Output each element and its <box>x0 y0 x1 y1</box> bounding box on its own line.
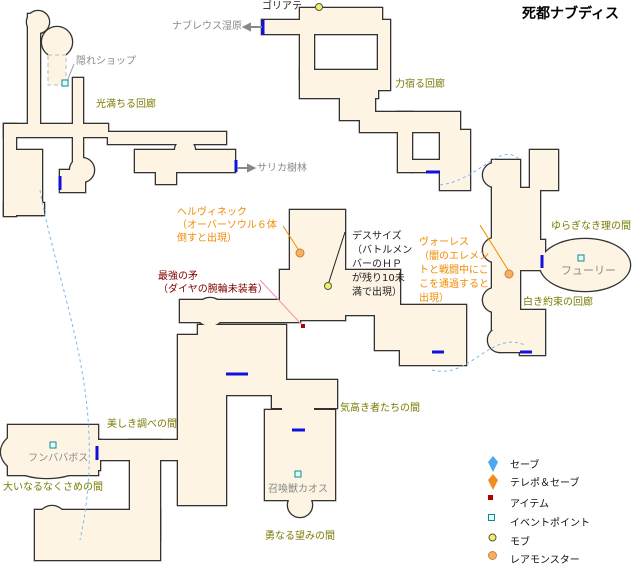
map-room <box>483 288 507 312</box>
exit-nabreus[interactable]: ナブレウス湿原 <box>172 21 242 32</box>
event-point-chaos[interactable] <box>294 470 302 478</box>
map-room <box>4 124 108 137</box>
warp-paths <box>39 153 526 541</box>
rare-note: こを通過すると <box>419 279 489 290</box>
hidden-shop-room <box>47 54 67 86</box>
item-label: 最強の矛 （ダイヤの腕輪未装着） <box>158 270 268 296</box>
legend-label: レアモンスター <box>510 555 580 566</box>
map-room <box>38 506 66 534</box>
legend-label: イベントポイント <box>510 518 590 529</box>
map-room <box>300 33 314 78</box>
map-room <box>400 305 466 365</box>
legend-item: アイテム <box>488 495 549 510</box>
map-room <box>288 493 312 517</box>
map-room <box>156 172 176 184</box>
map-room <box>300 8 382 33</box>
mob-note: （バトルメン <box>352 245 413 256</box>
shop-label: 隠れショップ <box>76 56 136 67</box>
map-room <box>178 335 226 505</box>
rare-label: ヘルヴィネック （オーバーソウル６体 倒すと出現） <box>177 206 277 245</box>
area-label: 勇なる望みの間 <box>265 531 335 542</box>
area-label: 白き約束の回廊 <box>523 297 593 308</box>
doors <box>58 20 544 460</box>
map-room <box>175 140 195 160</box>
map-title: 死都ナブディス <box>522 6 620 22</box>
map-room <box>108 132 226 144</box>
area-label: ゆらぎなき理の間 <box>551 221 631 232</box>
legend-mob: モブ <box>488 533 530 548</box>
area-label: 大いなるなくさめの間 <box>3 482 103 493</box>
legend-label: モブ <box>510 537 530 548</box>
map-room <box>73 78 83 128</box>
map-room <box>488 328 512 352</box>
map-room <box>300 70 378 98</box>
map-room <box>27 11 49 33</box>
rare-note: 倒すと出現） <box>177 233 237 244</box>
mob-note: 満で出現） <box>352 287 402 298</box>
event-point-shop[interactable] <box>61 79 69 87</box>
area-label: 美しき調べの間 <box>107 419 177 430</box>
map-room <box>1 426 93 478</box>
legend-label: セーブ <box>510 460 540 471</box>
mob-label: ゴリアテ <box>262 1 302 12</box>
map-room <box>196 298 224 326</box>
map-room <box>398 112 412 172</box>
mob-deathscythe[interactable] <box>324 282 332 290</box>
map-room <box>16 153 40 177</box>
map-room <box>28 14 40 126</box>
funbaba-label: フンババボス <box>28 453 89 464</box>
legend-label: アイテム <box>510 499 549 510</box>
exit-arrows <box>237 22 262 173</box>
rare-vores[interactable] <box>504 269 514 279</box>
rare-note: （闇のエレメン <box>419 251 489 262</box>
map-room <box>282 400 314 432</box>
mob-gorilla[interactable] <box>315 3 323 11</box>
legend-save: セーブ <box>488 456 540 472</box>
exit-sarika[interactable]: サリカ樹林 <box>257 163 307 174</box>
fury-label: フューリー <box>561 264 616 277</box>
rare-note: 出現） <box>419 293 449 304</box>
map-room <box>4 124 16 216</box>
legend-event: イベントポイント <box>488 514 590 529</box>
rare-helvinek[interactable] <box>295 248 305 258</box>
rare-name: ヴォーレス <box>419 237 469 248</box>
map-room <box>412 160 462 172</box>
event-point-fury[interactable] <box>577 254 585 262</box>
rare-note: トと戦闘中にこ <box>419 265 489 276</box>
legend-teleport: テレポ＆セーブ <box>488 474 580 490</box>
map-room <box>483 163 507 187</box>
map-room <box>70 158 94 182</box>
chaos-label: 召喚獣カオス <box>268 484 328 495</box>
area-label: 気高き者たちの間 <box>340 403 420 414</box>
area-label: 光満ちる回廊 <box>96 99 156 110</box>
mob-note: バーのＨＰ <box>352 259 402 270</box>
map-room <box>73 137 83 165</box>
rare-note: （オーバーソウル６体 <box>177 220 277 231</box>
event-point-funbaba[interactable] <box>49 441 57 449</box>
map-room <box>483 238 507 262</box>
map-room <box>530 150 558 190</box>
item-note: （ダイヤの腕輪未装着） <box>158 284 268 295</box>
area-label: 力宿る回廊 <box>395 79 445 90</box>
mob-note: が残り10未 <box>352 273 405 284</box>
map-room <box>378 20 390 90</box>
item-name: 最強の矛 <box>158 271 198 282</box>
map-room <box>42 27 72 57</box>
map-room <box>540 239 630 291</box>
map-room <box>135 150 235 172</box>
legend-rare: レアモンスター <box>488 551 580 566</box>
legend-label: テレポ＆セーブ <box>510 478 580 489</box>
mob-name: デスサイズ <box>352 231 402 242</box>
rare-label: ヴォーレス （闇のエレメン トと戦闘中にこ こを通過すると 出現） <box>419 236 489 306</box>
mob-label: デスサイズ （バトルメン バーのＨＰ が残り10未 満で出現） <box>352 230 412 300</box>
item-saikyo[interactable] <box>301 324 305 328</box>
rare-name: ヘルヴィネック <box>177 207 247 218</box>
